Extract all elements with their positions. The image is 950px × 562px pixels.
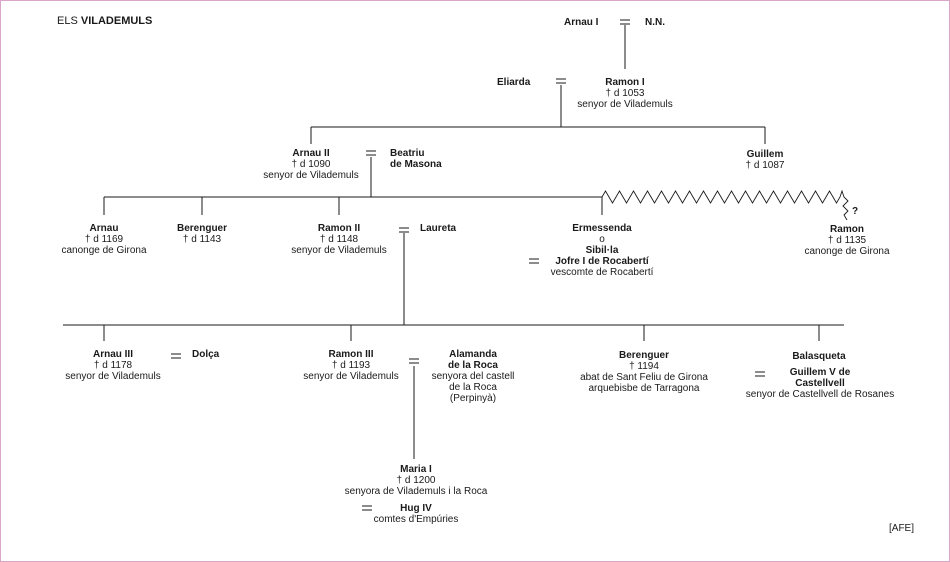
person-ermessenda: Ermessenda o Sibil·la	[572, 223, 632, 256]
person-laureta: Laureta	[420, 223, 457, 234]
person-balasqueta: Balasqueta	[792, 351, 846, 362]
person-arnau: Arnau † d 1169 canonge de Girona	[61, 223, 147, 256]
person-guillem: Guillem † d 1087	[745, 149, 785, 171]
person-arnau-iii: Arnau III † d 1178 senyor de Vilademuls	[65, 349, 161, 382]
person-ramon-iii: Ramon III † d 1193 senyor de Vilademuls	[303, 349, 399, 382]
person-beatriu: Beatriu de Masona	[390, 148, 442, 170]
person-ramon-canon: Ramon † d 1135 canonge de Girona	[804, 224, 890, 257]
person-berenguer-abbot: Berenguer † 1194 abat de Sant Feliu de G…	[580, 350, 708, 394]
person-arnau-ii: Arnau II † d 1090 senyor de Vilademuls	[263, 148, 359, 181]
person-nn: N.N.	[645, 17, 665, 28]
person-ramon-i: Ramon I † d 1053 senyor de Vilademuls	[577, 77, 673, 110]
person-ramon-ii: Ramon II † d 1148 senyor de Vilademuls	[291, 223, 387, 256]
uncertain-link-mark: ?	[852, 206, 859, 217]
person-guillem-v: Guillem V de Castellvell senyor de Caste…	[745, 367, 895, 400]
person-eliarda: Eliarda	[497, 77, 531, 88]
person-berenguer: Berenguer † d 1143	[176, 223, 228, 245]
credit-label: [AFE]	[889, 523, 915, 534]
diagram-title: ELS VILADEMULS	[57, 15, 153, 27]
person-arnau-i: Arnau I	[564, 17, 599, 28]
person-hug-iv: Hug IV comtes d'Empúries	[373, 503, 459, 525]
uncertain-descent-line	[601, 189, 849, 221]
person-jofre: Jofre I de Rocabertí vescomte de Rocaber…	[550, 256, 654, 278]
person-dolca: Dolça	[192, 349, 220, 360]
person-maria-i: Maria I † d 1200 senyora de Vilademuls i…	[344, 464, 488, 497]
person-alamanda: Alamanda de la Roca senyora del castell …	[431, 349, 515, 404]
